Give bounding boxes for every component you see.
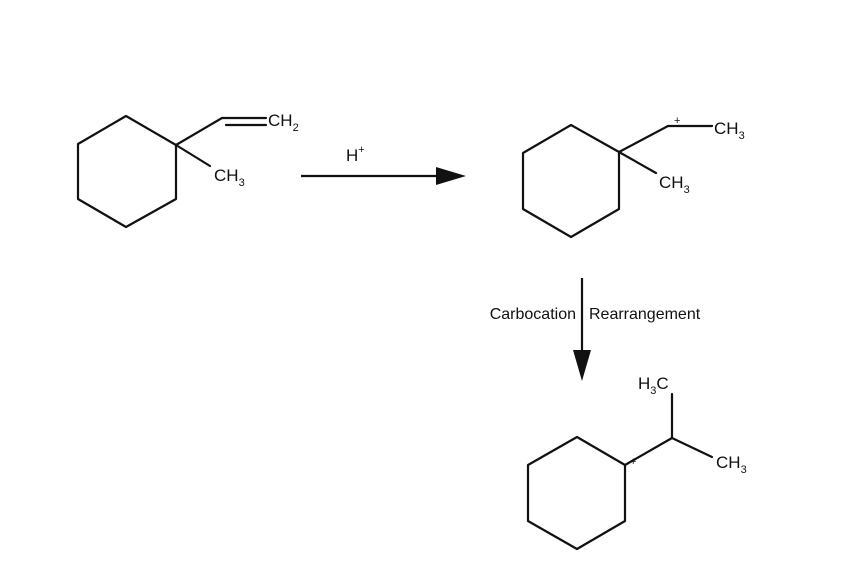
- intermediate-ch3-below-label: CH3: [659, 173, 690, 196]
- intermediate-molecule: + CH3 CH3: [521, 115, 745, 239]
- reactant-molecule: CH2 CH3: [76, 111, 299, 229]
- reactant-ch2-label: CH2: [268, 111, 299, 134]
- product-molecule: + H3C CH3: [526, 374, 747, 551]
- reactant-ch3-label: CH3: [214, 166, 245, 189]
- arrow-head: [436, 167, 466, 185]
- product-ch3-label: CH3: [716, 453, 747, 476]
- step-label-rearrangement: Rearrangement: [589, 306, 701, 323]
- product-lower-methyl-bond: [670, 436, 714, 459]
- product-ring-to-ch-bond: [623, 436, 674, 467]
- intermediate-ring-to-cation-bond: [617, 124, 670, 154]
- product-h3c-label: H3C: [638, 374, 669, 397]
- rearrangement-arrow: Carbocation Rearrangement: [490, 278, 701, 381]
- intermediate-cyclohexane-ring: [521, 123, 621, 239]
- reactant-vinyl-bond: [174, 116, 224, 147]
- reagent-label: H+: [346, 144, 365, 165]
- intermediate-charge: +: [674, 115, 680, 127]
- reaction-arrow: H+: [301, 144, 466, 185]
- intermediate-ch3-right-label: CH3: [714, 119, 745, 142]
- rearrangement-arrow-head: [573, 350, 591, 381]
- step-label-carbocation: Carbocation: [490, 306, 576, 323]
- product-charge: +: [630, 456, 636, 468]
- intermediate-methyl-bond: [617, 150, 658, 175]
- reactant-methyl-bond: [174, 143, 212, 168]
- reactant-cyclohexane-ring: [76, 114, 178, 229]
- product-cyclohexane-ring: [526, 435, 627, 551]
